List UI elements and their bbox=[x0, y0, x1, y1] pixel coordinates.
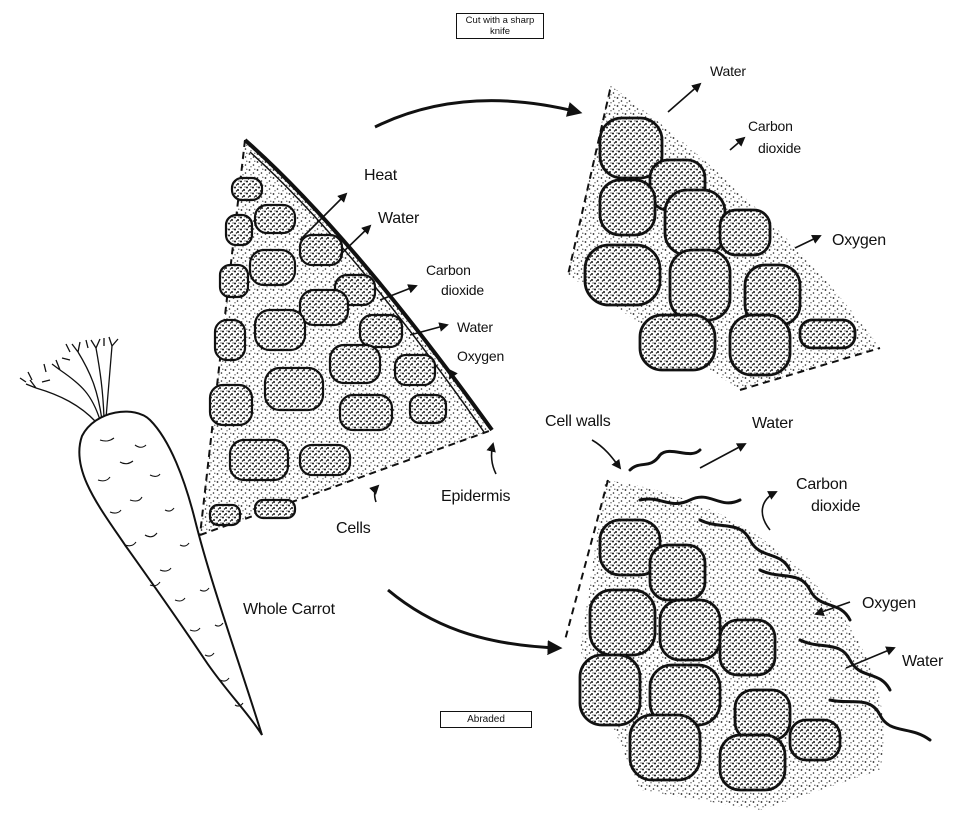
abraded-tissue-section bbox=[565, 440, 930, 810]
water-label-2: Water bbox=[457, 319, 493, 335]
heat-label: Heat bbox=[364, 166, 397, 185]
cells-label: Cells bbox=[336, 519, 371, 538]
intact-tissue-section bbox=[200, 140, 496, 535]
abraded-dioxide-label: dioxide bbox=[811, 497, 860, 516]
dioxide-label: dioxide bbox=[441, 282, 484, 298]
water-label-1: Water bbox=[378, 209, 419, 228]
abraded-oxygen-label: Oxygen bbox=[862, 594, 916, 613]
epidermis-label: Epidermis bbox=[441, 487, 510, 506]
abraded-carbon-label: Carbon bbox=[796, 475, 847, 494]
cut-water-label: Water bbox=[710, 63, 746, 79]
oxygen-label: Oxygen bbox=[457, 348, 504, 364]
abraded-label: Abraded bbox=[440, 711, 532, 728]
abraded-water-label-1: Water bbox=[752, 414, 793, 433]
cut-oxygen-label: Oxygen bbox=[832, 231, 886, 250]
carrot-leaves bbox=[20, 337, 118, 422]
cut-process-arrow bbox=[375, 101, 578, 127]
cut-carbon-label: Carbon bbox=[748, 118, 793, 134]
whole-carrot-label: Whole Carrot bbox=[243, 600, 335, 619]
cell-walls-label: Cell walls bbox=[545, 412, 611, 431]
cut-dioxide-label: dioxide bbox=[758, 140, 801, 156]
carbon-label: Carbon bbox=[426, 262, 471, 278]
abrade-process-arrow bbox=[388, 590, 558, 648]
cut-method-label: Cut with a sharp knife bbox=[456, 13, 544, 39]
abraded-water-label-2: Water bbox=[902, 652, 943, 671]
